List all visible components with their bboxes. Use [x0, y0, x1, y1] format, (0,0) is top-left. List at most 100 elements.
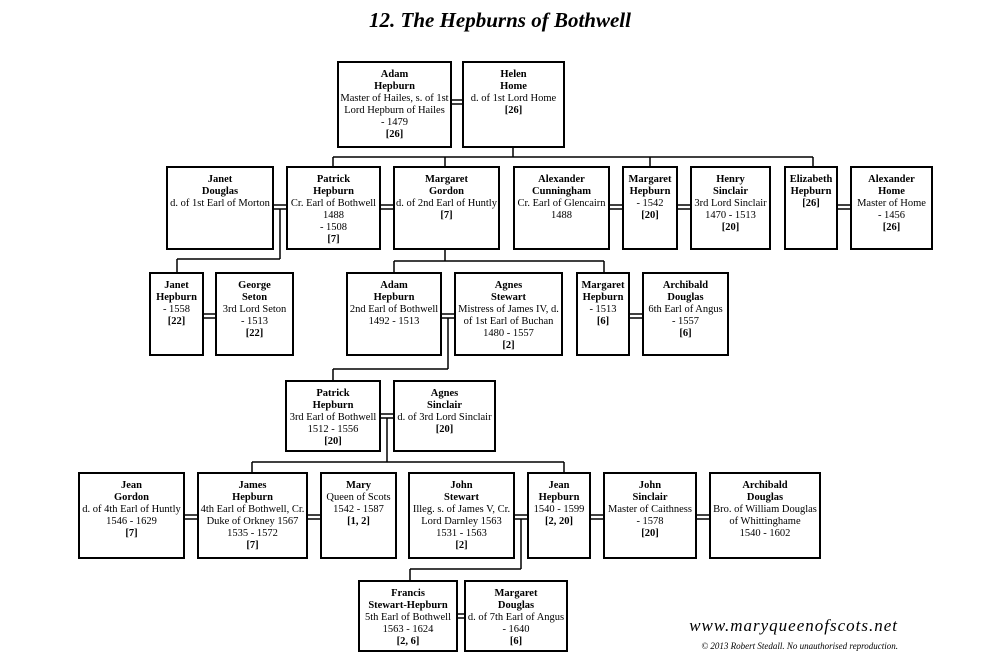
person-detail-line: - 1479 [380, 117, 409, 128]
person-name-line: Hepburn [582, 292, 624, 303]
person-reference: [1, 2] [347, 516, 370, 527]
person-name-line: Hepburn [156, 292, 197, 303]
page-title: 12. The Hepburns of Bothwell [369, 8, 631, 32]
person-detail-line: - 1557 [671, 316, 700, 327]
person-detail-line: 3rd Lord Seton [222, 304, 287, 315]
person-name-line: Seton [241, 292, 268, 303]
person-detail-line: d. of 1st Earl of Morton [170, 198, 270, 209]
person-reference: [2, 20] [545, 516, 573, 527]
person-detail-line: 3rd Lord Sinclair [694, 198, 767, 209]
person-reference: [22] [167, 316, 186, 327]
person-detail-line: 6th Earl of Angus [648, 304, 723, 315]
person-name-line: Douglas [746, 492, 784, 503]
person-detail-line: - 1542 [636, 198, 664, 209]
person-detail-line: Lord Darnley 1563 [421, 516, 502, 527]
person-reference: [20] [435, 424, 454, 435]
person-name-line: Janet [207, 174, 233, 185]
person-reference: [2, 6] [396, 636, 420, 647]
person-name-line: Patrick [316, 388, 350, 399]
person-name-line: Hepburn [374, 81, 415, 92]
person-detail-line: d. of 7th Earl of Angus [467, 612, 565, 623]
person-name-line: Alexander [538, 174, 585, 185]
person-reference: [20] [641, 210, 659, 221]
person-name-line: Home [500, 81, 527, 92]
person-name-line: Hepburn [538, 492, 580, 503]
person-detail-line: 1563 - 1624 [382, 624, 434, 635]
person-detail-line: Illeg. s. of James V, Cr. [412, 504, 511, 515]
person-name-line: Hepburn [232, 492, 273, 503]
person-detail-line: Queen of Scots [326, 492, 391, 503]
person-name-line: Margaret [628, 174, 672, 185]
person-name-line: Archibald [742, 480, 788, 491]
person-name-line: Stewart [444, 492, 479, 503]
person-name-line: Gordon [428, 186, 464, 197]
person-detail-line: - 1456 [877, 210, 906, 221]
person-name-line: Mary [345, 480, 372, 491]
person-reference: [22] [245, 328, 264, 339]
person-name-line: Adam [380, 69, 409, 80]
person-name-line: Douglas [497, 600, 535, 611]
person-detail-line: 5th Earl of Bothwell [364, 612, 452, 623]
person-detail-line: Duke of Orkney 1567 [206, 516, 299, 527]
person-name-line: Archibald [662, 280, 709, 291]
person-name-line: Douglas [201, 186, 239, 197]
person-name-line: Agnes [494, 280, 523, 291]
person-reference: [26] [385, 129, 404, 140]
person-detail-line: - 1640 [502, 624, 530, 635]
person-detail-line: 1542 - 1587 [333, 504, 384, 515]
person-name-line: James [238, 480, 267, 491]
person-name-line: Hepburn [312, 400, 354, 411]
person-name-line: Hepburn [313, 186, 354, 197]
person-reference: [7] [125, 528, 138, 539]
person-detail-line: Lord Hepburn of Hailes [344, 105, 445, 116]
person-name-line: Elizabeth [789, 174, 833, 185]
person-detail-line: 1540 - 1599 [533, 504, 585, 515]
person-detail-line: 1512 - 1556 [307, 424, 359, 435]
person-name-line: Douglas [667, 292, 704, 303]
person-detail-line: 1492 - 1513 [368, 316, 420, 327]
person-name-line: Henry [716, 174, 745, 185]
person-detail-line: - 1558 [162, 304, 191, 315]
person-name-line: Margaret [494, 588, 538, 599]
person-detail-line: Master of Caithness [608, 504, 692, 515]
person-reference: [6] [596, 316, 610, 327]
person-detail-line: 1531 - 1563 [436, 528, 487, 539]
person-reference: [20] [721, 222, 740, 233]
person-name-line: Cunningham [532, 186, 591, 197]
copyright-notice: © 2013 Robert Stedall. No unauthorised r… [701, 641, 898, 651]
person-reference: [7] [327, 234, 340, 245]
person-detail-line: - 1513 [240, 316, 269, 327]
person-detail-line: 1535 - 1572 [227, 528, 278, 539]
person-detail-line: 1488 [551, 210, 572, 221]
person-detail-line: 1546 - 1629 [106, 516, 157, 527]
person-detail-line: 1540 - 1602 [739, 528, 791, 539]
person-name-line: Adam [380, 280, 408, 291]
person-name-line: Hepburn [790, 186, 832, 197]
person-detail-line: Cr. Earl of Bothwell [290, 198, 377, 209]
person-reference: [26] [504, 105, 523, 116]
person-detail-line: Master of Home [857, 198, 926, 209]
person-name-line: Gordon [113, 492, 149, 503]
person-name-line: John [450, 480, 473, 491]
person-reference: [7] [246, 540, 259, 551]
person-name-line: Home [878, 186, 905, 197]
person-name-line: Jean [548, 480, 570, 491]
